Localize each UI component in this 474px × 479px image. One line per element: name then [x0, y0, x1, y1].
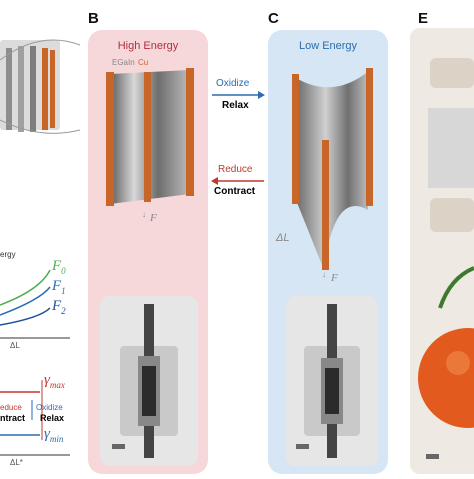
reduce-label: Reduce	[218, 164, 253, 175]
device-photo-c	[286, 296, 378, 466]
oxidize-label: Oxidize	[216, 78, 250, 89]
delta-l-label: ΔL	[276, 232, 290, 244]
low-energy-actuator-illustration	[292, 68, 373, 270]
label-f0: F0	[52, 258, 66, 276]
egain-label: EGaIn	[112, 58, 135, 67]
actuator-array-illustration	[0, 39, 81, 456]
force-label-b: F	[150, 212, 157, 224]
panel-c-photo	[286, 296, 378, 466]
contract-label: Contract	[214, 186, 256, 197]
force-label-c: F	[331, 272, 338, 284]
tomato-gripper-photo	[410, 28, 474, 474]
label-f2: F2	[52, 298, 66, 316]
panel-c-title: Low Energy	[298, 40, 358, 52]
label-oxidize: Oxidize	[36, 403, 63, 412]
panel-b-photo	[100, 296, 198, 466]
plot-xlabel: ΔL	[10, 341, 20, 350]
cu-label: Cu	[138, 58, 149, 67]
panel-b-title: High Energy	[117, 40, 179, 52]
force-arrow-c: ↓	[322, 270, 326, 279]
relax-label: Relax	[222, 100, 249, 111]
label-gamma-min: γmin	[44, 426, 64, 444]
oxidize-arrow	[212, 91, 265, 99]
plot-title-fragment: ergy	[0, 250, 16, 259]
bottom-xlabel: ΔL*	[10, 458, 23, 467]
force-arrow-b: ↓	[142, 210, 146, 219]
label-relax: Relax	[40, 413, 65, 423]
label-reduce: educe	[0, 403, 22, 412]
scale-bar-b	[112, 444, 125, 449]
left-panel: ergy F0 F1 F2 ΔL γmax educe ntract Oxidi…	[0, 0, 86, 474]
scale-bar-c	[296, 444, 309, 449]
scale-bar-e	[426, 454, 439, 459]
device-photo-b	[100, 296, 198, 466]
high-energy-actuator-illustration	[106, 68, 194, 206]
panel-letter-e: E	[418, 10, 429, 27]
label-gamma-max: γmax	[44, 372, 65, 390]
label-f1: F1	[52, 278, 66, 296]
reduce-arrow	[211, 177, 264, 185]
panel-letter-b: B	[88, 10, 99, 27]
label-contract: ntract	[0, 413, 26, 423]
panel-letter-c: C	[268, 10, 279, 27]
panel-e-photo	[410, 28, 474, 474]
